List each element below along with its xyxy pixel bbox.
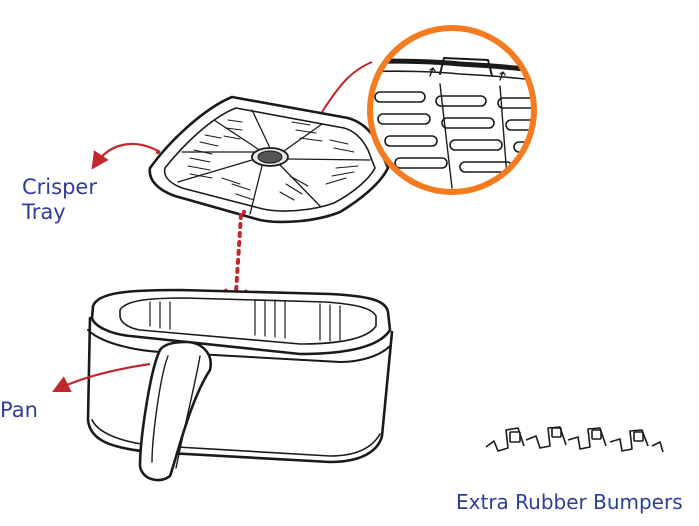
extra-rubber-bumpers-label: Extra Rubber Bumpers: [456, 491, 683, 515]
crisper-tray-label-line2: Tray: [22, 200, 97, 225]
pan-label: Pan: [0, 398, 38, 423]
crisper-tray-label: Crisper Tray: [22, 175, 97, 225]
crisper-tray-arrow: [94, 144, 160, 166]
crisper-tray-illustration: [150, 97, 388, 222]
crisper-tray-label-line1: Crisper: [22, 175, 97, 200]
magnifier-leader-line: [322, 62, 372, 112]
rubber-bumpers-illustration: [486, 427, 663, 452]
pan-illustration: [88, 290, 392, 480]
magnifier-detail: [360, 28, 560, 192]
